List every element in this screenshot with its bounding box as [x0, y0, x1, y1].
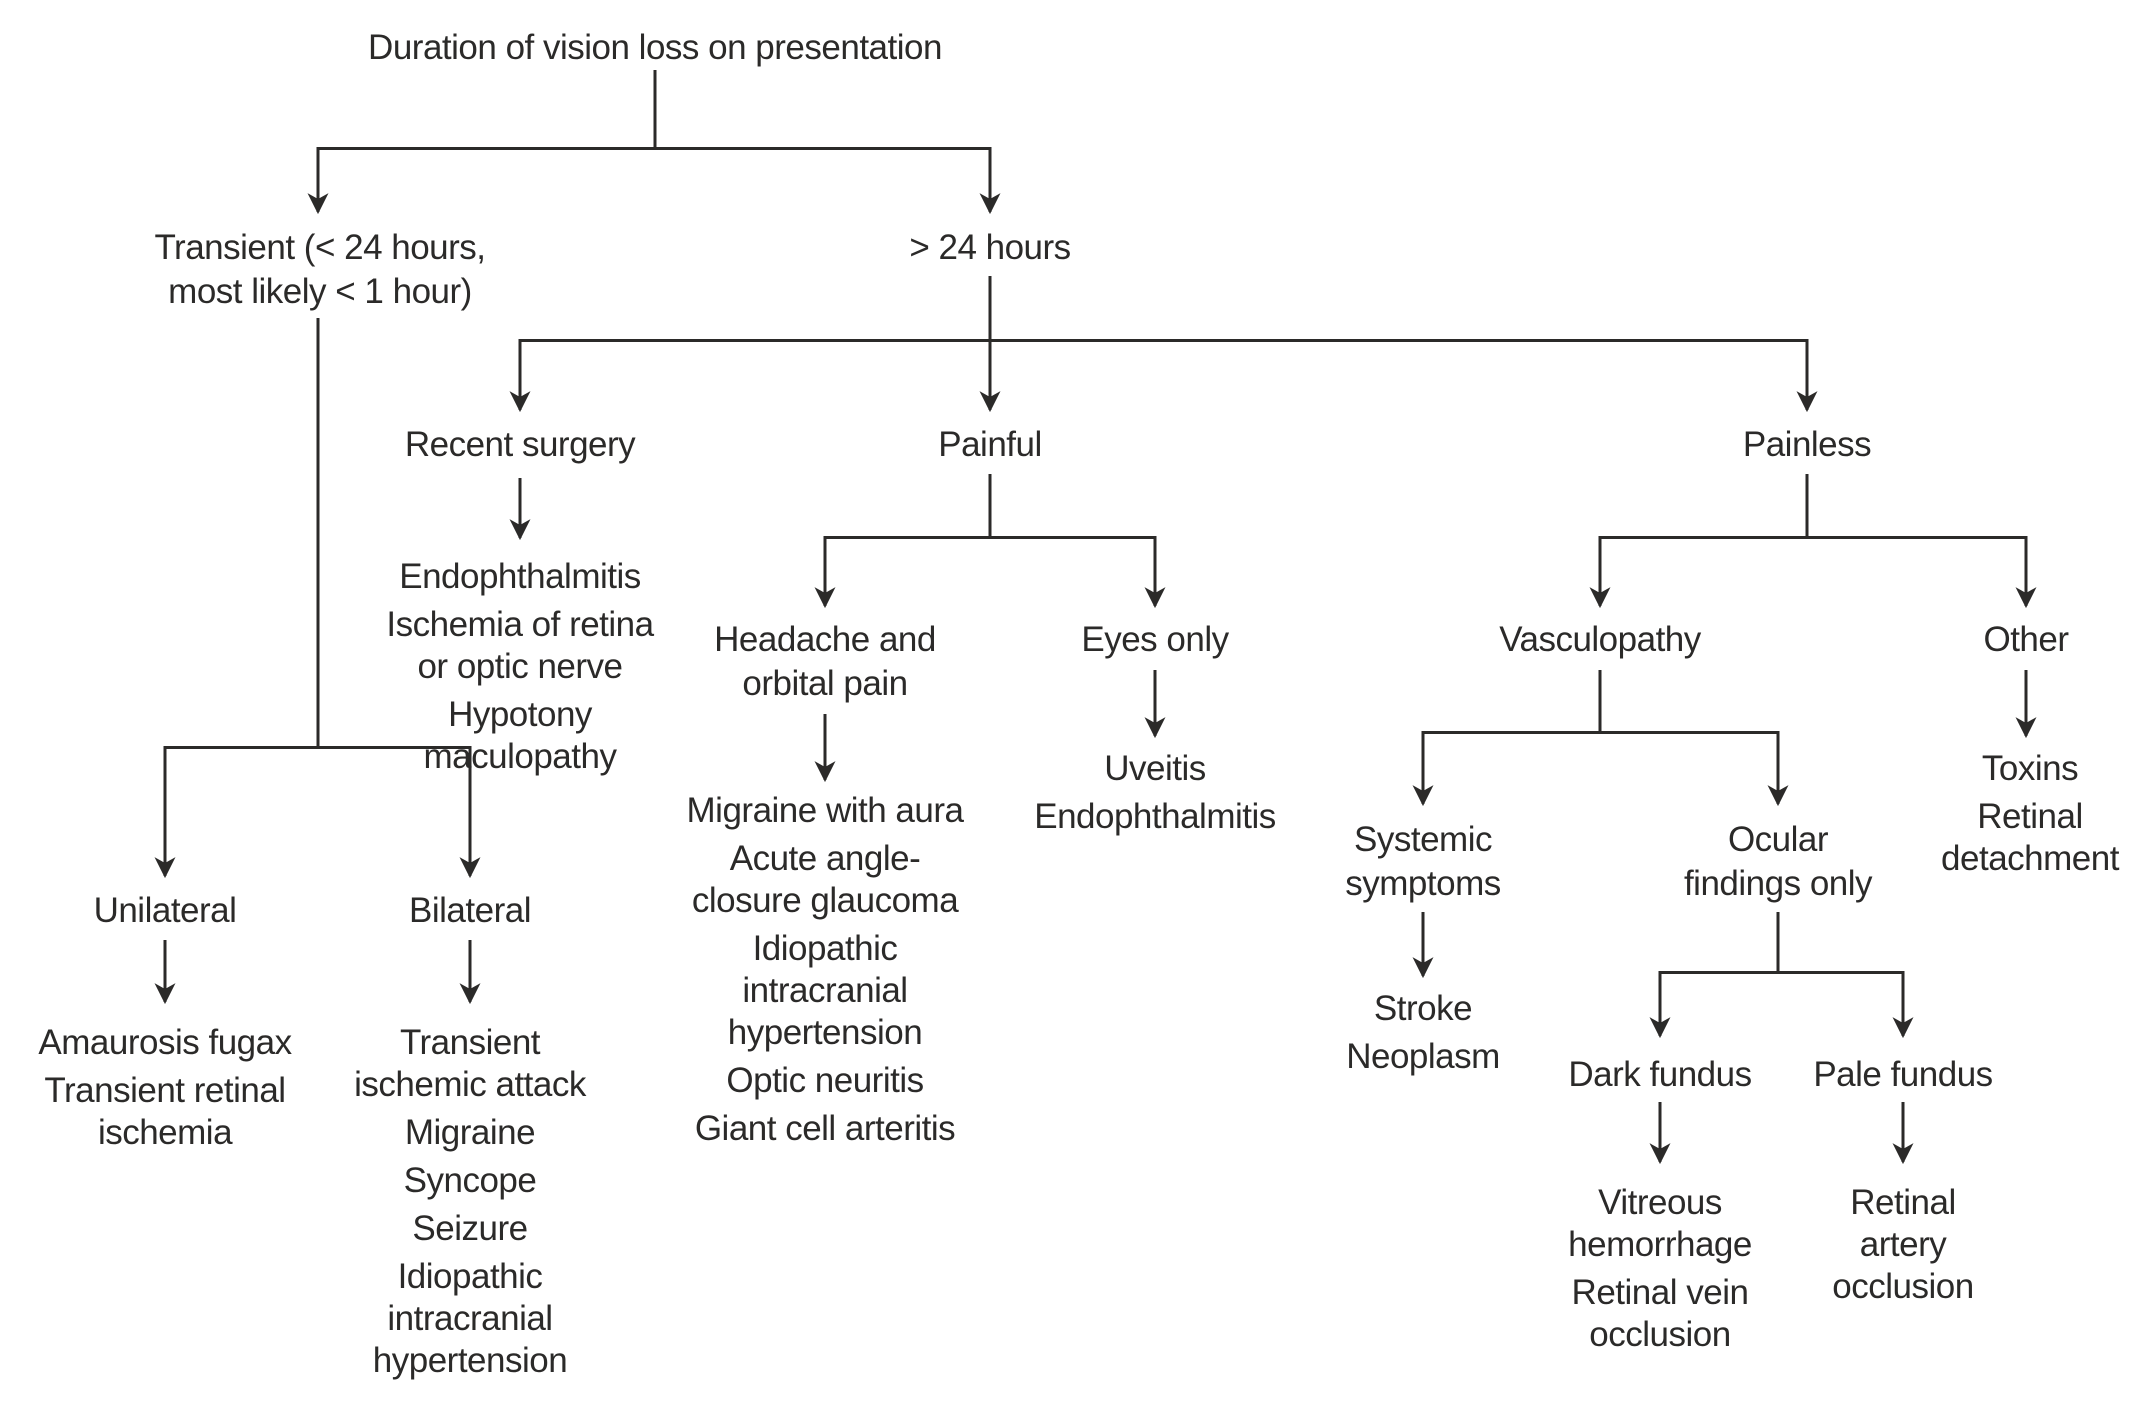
outcome-stroke: Stroke — [1373, 989, 1473, 1028]
list-bilateral-outcomes: Transient ischemic attack Migraine Synco… — [354, 1022, 586, 1382]
list-dark-fundus-outcomes: Vitreous hemorrhage Retinal vein occlusi… — [1568, 1182, 1752, 1356]
node-painful: Painful — [938, 425, 1042, 464]
node-headache-orbital-pain: Headache and orbital pain — [714, 620, 936, 703]
outcome-toxins: Toxins — [1981, 749, 2079, 788]
outcome-uveitis: Uveitis — [1104, 749, 1206, 788]
node-dark-fundus: Dark fundus — [1568, 1055, 1752, 1094]
list-eyes-only-outcomes: Uveitis Endophthalmitis — [1034, 748, 1276, 838]
node-pale-fundus: Pale fundus — [1813, 1055, 1993, 1094]
list-headache-outcomes: Migraine with aura Acute angle- closure … — [687, 790, 964, 1150]
list-pale-fundus-outcomes: Retinal artery occlusion — [1832, 1182, 1974, 1308]
outcome-hypotony-maculopathy: Hypotony maculopathy — [423, 695, 617, 776]
node-over24: > 24 hours — [909, 228, 1071, 267]
node-ocular-findings-only: Ocular findings only — [1683, 820, 1873, 903]
node-root: Duration of vision loss on presentation — [368, 28, 942, 67]
node-painless: Painless — [1742, 425, 1872, 464]
node-recent-surgery: Recent surgery — [404, 425, 636, 464]
outcome-retinal-detachment: Retinal detachment — [1941, 797, 2119, 878]
node-systemic-symptoms: Systemic symptoms — [1345, 820, 1501, 903]
edges-root — [307, 70, 1001, 215]
edges-vasculopathy — [1412, 670, 1789, 979]
outcome-giant-cell-arteritis: Giant cell arteritis — [694, 1109, 956, 1148]
node-vasculopathy: Vasculopathy — [1499, 620, 1701, 659]
outcome-seizure: Seizure — [412, 1209, 528, 1248]
outcome-idiopathic-intracranial-hypertension-2: Idiopathic intracranial hypertension — [372, 1257, 568, 1380]
edges-painful — [814, 474, 1166, 783]
outcome-acute-angle-closure-glaucoma: Acute angle- closure glaucoma — [691, 839, 959, 920]
edges-painless — [1589, 474, 2037, 739]
outcome-syncope: Syncope — [403, 1161, 537, 1200]
outcome-amaurosis-fugax: Amaurosis fugax — [38, 1023, 292, 1062]
outcome-ischemia-retina-optic-nerve: Ischemia of retina or optic nerve — [386, 605, 654, 686]
outcome-endophthalmitis: Endophthalmitis — [399, 557, 641, 596]
edges-over24 — [509, 276, 1818, 541]
node-bilateral: Bilateral — [409, 891, 531, 930]
list-unilateral-outcomes: Amaurosis fugax Transient retinal ischem… — [38, 1022, 292, 1154]
node-unilateral: Unilateral — [93, 891, 237, 930]
outcome-retinal-artery-occlusion: Retinal artery occlusion — [1832, 1183, 1974, 1306]
outcome-neoplasm: Neoplasm — [1346, 1037, 1500, 1076]
list-systemic-outcomes: Stroke Neoplasm — [1346, 988, 1500, 1078]
outcome-retinal-vein-occlusion: Retinal vein occlusion — [1571, 1273, 1749, 1354]
list-recent-surgery-outcomes: Endophthalmitis Ischemia of retina or op… — [386, 556, 654, 778]
outcome-transient-ischemic-attack: Transient ischemic attack — [354, 1023, 586, 1104]
edges-ocular — [1649, 912, 1914, 1165]
node-other: Other — [1983, 620, 2069, 659]
node-eyes-only: Eyes only — [1081, 620, 1229, 659]
outcome-endophthalmitis-2: Endophthalmitis — [1034, 797, 1276, 836]
edges-transient — [154, 318, 481, 1005]
outcome-idiopathic-intracranial-hypertension: Idiopathic intracranial hypertension — [727, 929, 923, 1052]
outcome-migraine-with-aura: Migraine with aura — [686, 791, 964, 830]
node-transient: Transient (< 24 hours, most likely < 1 h… — [154, 228, 486, 311]
outcome-optic-neuritis: Optic neuritis — [726, 1061, 924, 1100]
list-other-outcomes: Toxins Retinal detachment — [1941, 748, 2119, 880]
outcome-vitreous-hemorrhage: Vitreous hemorrhage — [1568, 1183, 1752, 1264]
outcome-transient-retinal-ischemia: Transient retinal ischemia — [44, 1071, 286, 1152]
outcome-migraine: Migraine — [404, 1113, 536, 1152]
